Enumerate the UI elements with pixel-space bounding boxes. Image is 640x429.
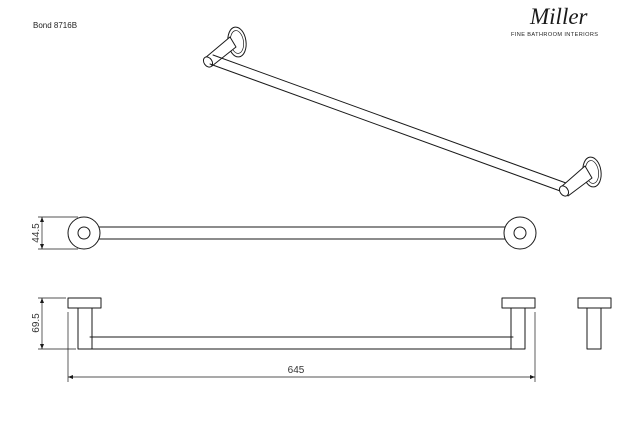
brand-name: Miller	[529, 4, 589, 29]
brand-tagline: FINE BATHROOM INTERIORS	[511, 32, 598, 38]
front-view: 44.5	[31, 216, 537, 250]
dimension-front-height: 44.5	[31, 223, 42, 243]
plan-view: 69.5 645	[31, 297, 612, 382]
perspective-view	[202, 26, 602, 197]
dimension-side-height: 69.5	[31, 313, 42, 333]
brand-logo: Miller FINE BATHROOM INTERIORS	[511, 4, 598, 38]
model-label: Bond 8716B	[33, 21, 77, 30]
dimension-overall-width: 645	[288, 365, 305, 376]
